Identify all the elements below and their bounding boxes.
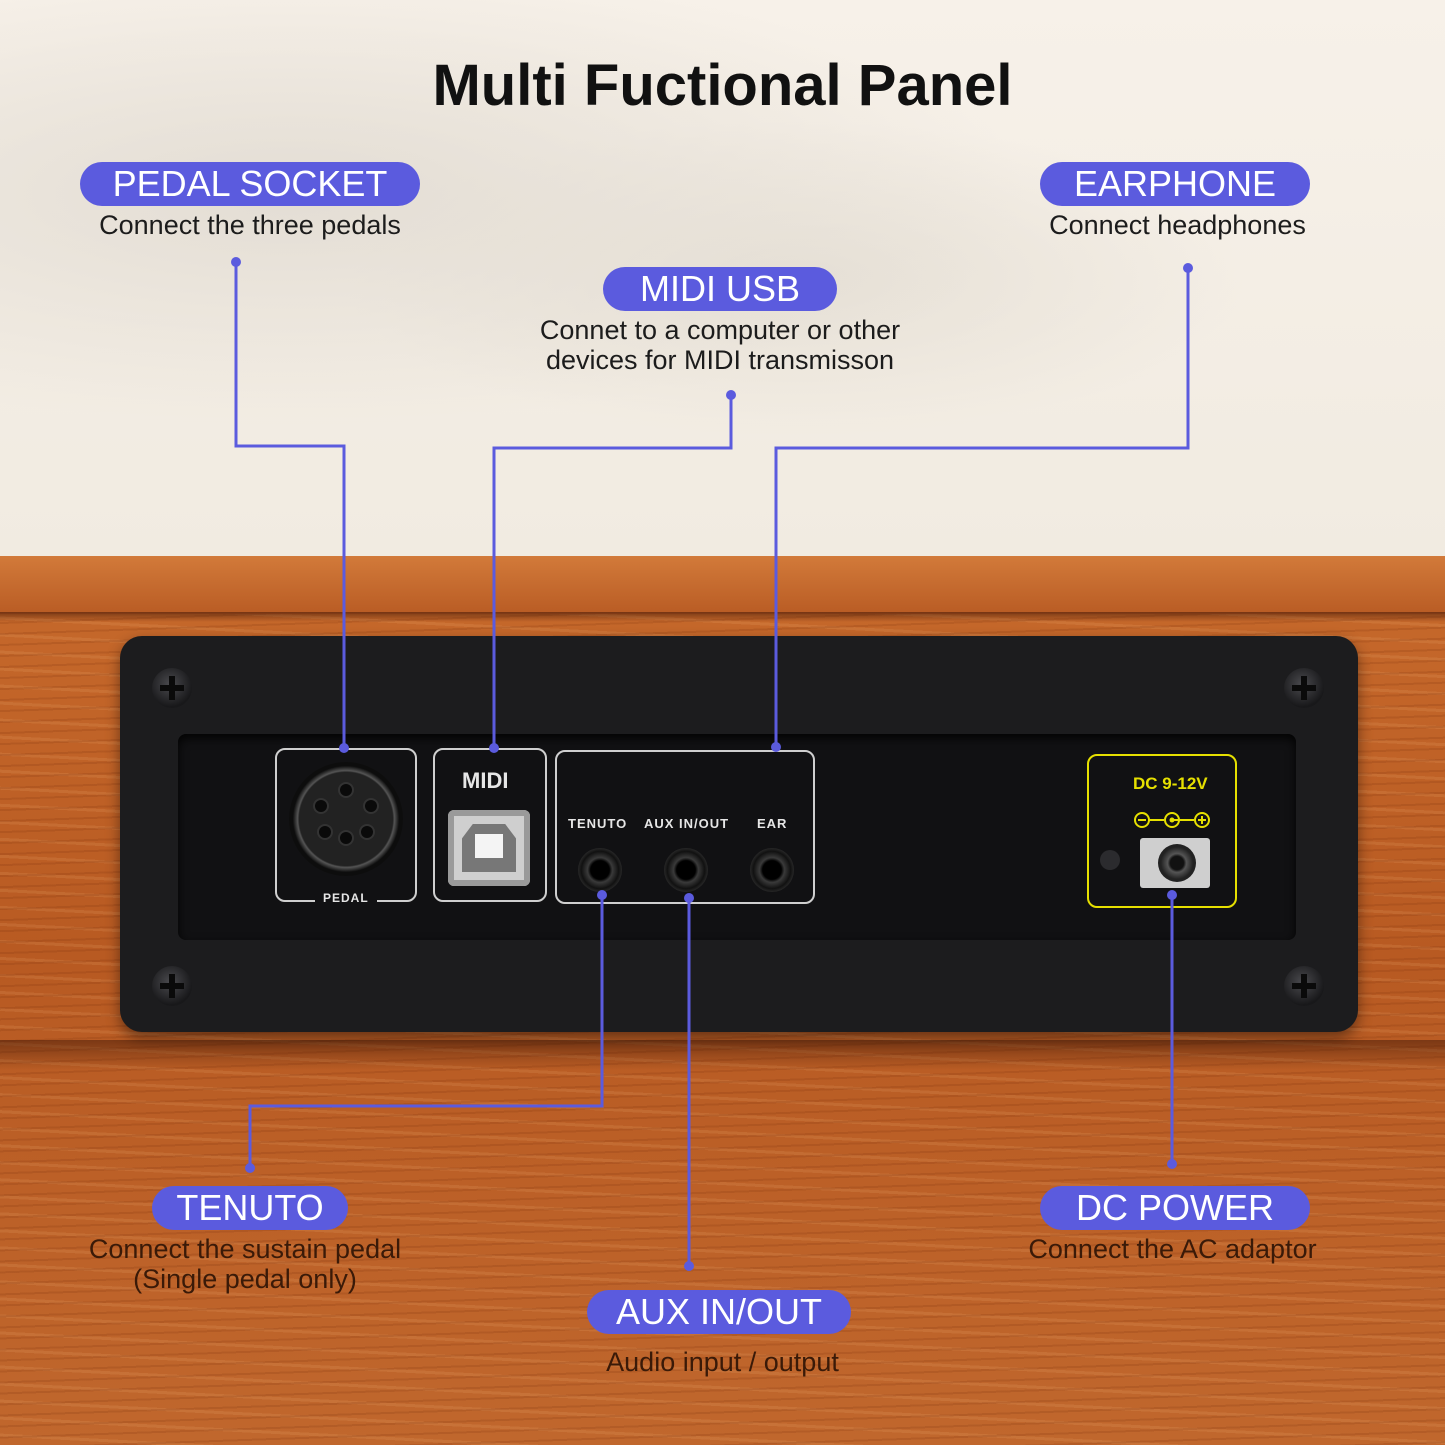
wood-top-band <box>0 556 1445 614</box>
screw-icon <box>152 668 192 708</box>
tenuto-desc-line-1: Connect the sustain pedal <box>88 1234 402 1264</box>
din-socket-icon <box>289 762 403 876</box>
aux-desc: Audio input / output <box>606 1347 839 1377</box>
screw-icon <box>1284 668 1324 708</box>
midi-usb-desc-line-2: devices for MIDI transmisson <box>545 345 895 375</box>
audio-jack-icon <box>664 848 708 892</box>
polarity-icon <box>1134 812 1210 828</box>
earphone-pill: EARPHONE <box>1040 162 1310 206</box>
pedal-port-label: PEDAL <box>315 891 377 905</box>
wood-step-shadow <box>0 1040 1445 1070</box>
midi-port-label: MIDI <box>462 768 509 793</box>
aux-jack-label: AUX IN/OUT <box>644 816 730 831</box>
pedal-socket-desc: Connect the three pedals <box>99 210 401 240</box>
dc-voltage-label: DC 9-12V <box>1133 774 1208 793</box>
tenuto-desc-line-2: (Single pedal only) <box>133 1264 357 1294</box>
tenuto-jack-label: TENUTO <box>568 816 628 831</box>
midi-usb-pill: MIDI USB <box>603 267 837 311</box>
wood-shadow <box>0 612 1445 622</box>
midi-usb-desc-line-1: Connet to a computer or other <box>539 315 901 345</box>
earphone-desc: Connect headphones <box>1049 210 1306 240</box>
power-indicator-led <box>1100 850 1120 870</box>
dc-power-pill: DC POWER <box>1040 1186 1310 1230</box>
dc-port-frame <box>1087 754 1237 908</box>
ear-jack-label: EAR <box>757 816 788 831</box>
screw-icon <box>152 966 192 1006</box>
usb-b-port-icon <box>448 810 530 886</box>
audio-jack-icon <box>750 848 794 892</box>
audio-jack-icon <box>578 848 622 892</box>
tenuto-pill: TENUTO <box>152 1186 348 1230</box>
screw-icon <box>1284 966 1324 1006</box>
audio-jacks-frame <box>555 750 815 904</box>
page-title: Multi Fuctional Panel <box>432 53 1013 118</box>
dc-jack-icon <box>1140 838 1210 888</box>
pedal-socket-pill: PEDAL SOCKET <box>80 162 420 206</box>
dc-power-desc: Connect the AC adaptor <box>1028 1234 1317 1264</box>
aux-pill: AUX IN/OUT <box>587 1290 851 1334</box>
